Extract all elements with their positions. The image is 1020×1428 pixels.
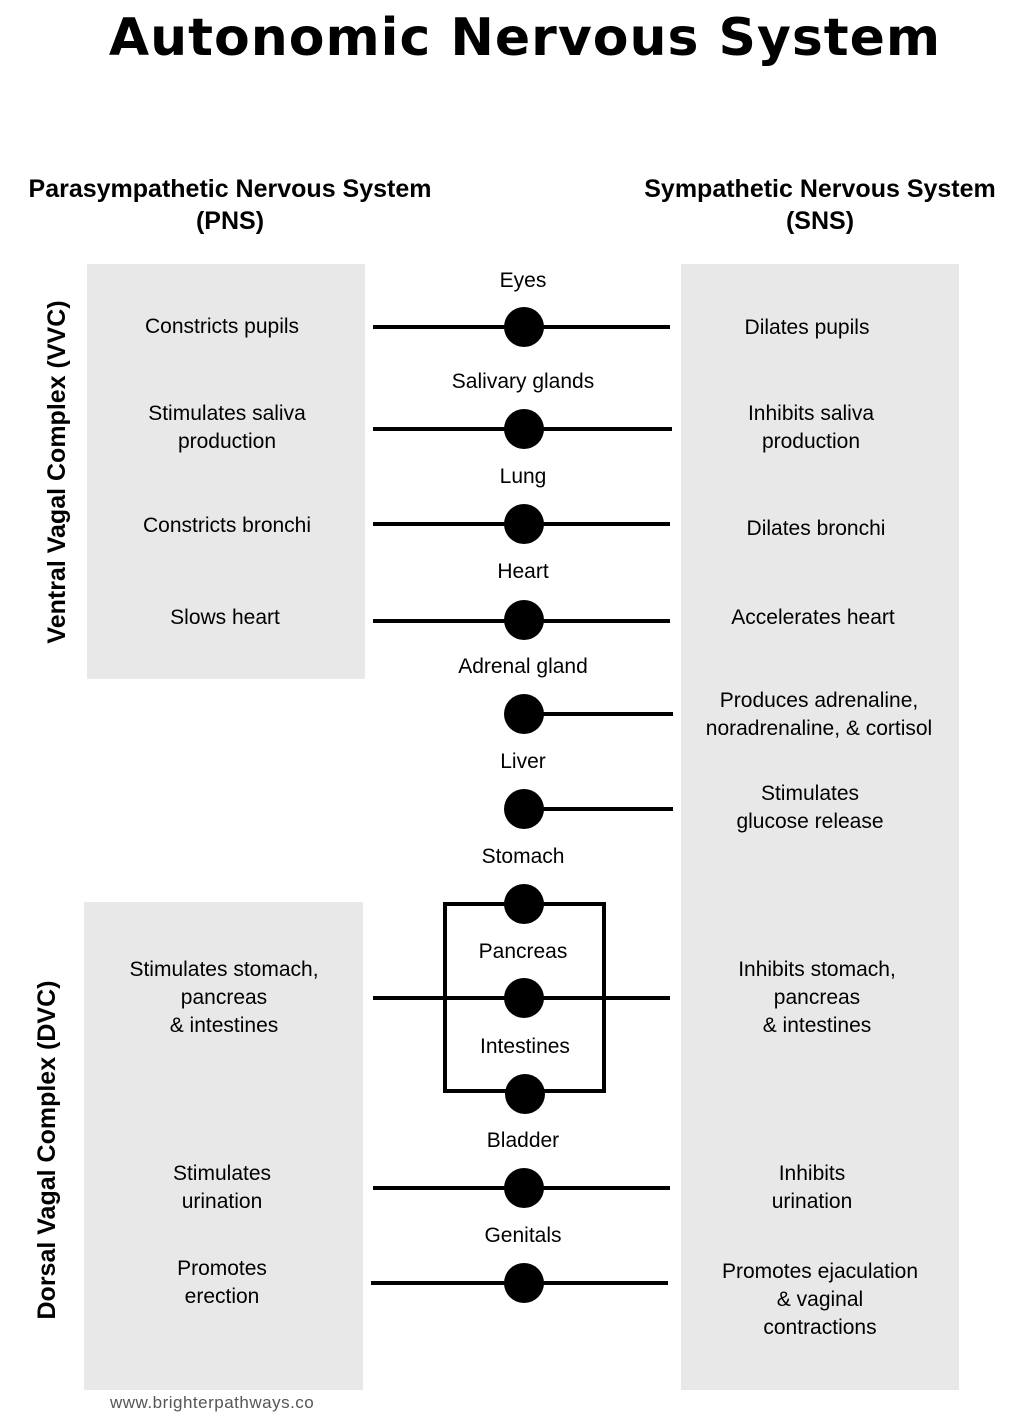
organ-bladder-label: Bladder: [486, 1129, 560, 1152]
liver-connector-line: [524, 807, 673, 811]
adrenal-node: [504, 694, 544, 734]
organ-lung-label: Lung: [499, 465, 547, 488]
sns-heart-effect: Accelerates heart: [678, 598, 948, 638]
sns-header-line2: (SNS): [785, 207, 855, 235]
pns-eyes-effect: Constricts pupils: [87, 307, 357, 347]
sns-panel: [681, 264, 959, 1390]
sns-digestion-effect: Inhibits stomach, pancreas & intestines: [682, 953, 952, 1043]
pns-lung-effect: Constricts bronchi: [92, 506, 362, 546]
pns-eyes-text: Constricts pupils: [144, 315, 300, 338]
sns-bladder-effect: Inhibits urination: [677, 1158, 947, 1218]
pns-header-line1: Parasympathetic Nervous System: [28, 175, 432, 203]
pns-digestion-text-2: pancreas: [180, 986, 268, 1009]
dvc-label: Dorsal Vagal Complex (DVC): [33, 980, 61, 1320]
bladder-node: [504, 1168, 544, 1208]
genitals-node: [504, 1263, 544, 1303]
sns-liver-text-2: glucose release: [736, 810, 884, 833]
sns-digestion-text-2: pancreas: [773, 986, 861, 1009]
sns-eyes-text: Dilates pupils: [744, 316, 870, 339]
sns-digestion-text-3: & intestines: [762, 1014, 872, 1037]
pns-genitals-text-1: Promotes: [177, 1257, 267, 1280]
pns-salivary-text-1: Stimulates saliva: [148, 402, 306, 425]
organ-stomach-label: Stomach: [481, 845, 565, 868]
pancreas-node: [504, 978, 544, 1018]
pns-dvc-panel: [84, 902, 363, 1390]
footer-url: www.brighterpathways.co: [110, 1393, 315, 1412]
sns-adrenal-text-2: noradrenaline, & cortisol: [705, 717, 933, 740]
salivary-node: [504, 409, 544, 449]
sns-genitals-text-2: & vaginal: [776, 1288, 864, 1311]
sns-heart-text: Accelerates heart: [731, 606, 895, 629]
sns-salivary-text-1: Inhibits saliva: [747, 402, 875, 425]
organ-salivary-label: Salivary glands: [451, 370, 595, 393]
sns-lung-effect: Dilates bronchi: [681, 509, 951, 549]
organ-heart-label: Heart: [497, 560, 549, 583]
sns-salivary-effect: Inhibits saliva production: [676, 398, 946, 458]
sns-genitals-text-1: Promotes ejaculation: [721, 1260, 919, 1283]
pns-header: Parasympathetic Nervous System (PNS): [10, 173, 450, 237]
stomach-node: [504, 884, 544, 924]
organ-intestines-label: Intestines: [480, 1035, 570, 1058]
pns-heart-effect: Slows heart: [90, 598, 360, 638]
adrenal-connector-line: [524, 712, 673, 716]
eyes-node: [504, 307, 544, 347]
sns-genitals-text-3: contractions: [763, 1316, 877, 1339]
intestines-node: [505, 1074, 545, 1114]
sns-digestion-text-1: Inhibits stomach,: [738, 958, 896, 981]
organ-liver-label: Liver: [500, 750, 546, 773]
pns-digestion-text-1: Stimulates stomach,: [129, 958, 319, 981]
pns-header-line2: (PNS): [195, 207, 265, 235]
organ-adrenal-label: Adrenal gland: [458, 655, 588, 678]
pns-vvc-panel: [87, 264, 365, 679]
sns-bladder-text-2: urination: [771, 1190, 853, 1213]
sns-eyes-effect: Dilates pupils: [672, 308, 942, 348]
organ-pancreas-label: Pancreas: [478, 940, 568, 963]
sns-adrenal-text-1: Produces adrenaline,: [719, 689, 919, 712]
sns-header-line1: Sympathetic Nervous System: [644, 175, 996, 203]
sns-bladder-text-1: Inhibits: [778, 1162, 846, 1185]
organ-genitals-label: Genitals: [484, 1224, 562, 1247]
pns-bladder-text-1: Stimulates: [172, 1162, 272, 1185]
pns-bladder-text-2: urination: [181, 1190, 263, 1213]
sns-lung-text: Dilates bronchi: [746, 517, 886, 540]
sns-liver-effect: Stimulates glucose release: [675, 778, 945, 838]
pns-digestion-text-3: & intestines: [169, 1014, 279, 1037]
pns-salivary-text-2: production: [177, 430, 277, 453]
pns-genitals-effect: Promotes erection: [87, 1253, 357, 1313]
sns-adrenal-effect: Produces adrenaline, noradrenaline, & co…: [674, 685, 964, 745]
sns-header: Sympathetic Nervous System (SNS): [630, 173, 1010, 237]
pns-bladder-effect: Stimulates urination: [87, 1158, 357, 1218]
page-title: Autonomic Nervous System: [108, 8, 942, 68]
sns-salivary-text-2: production: [761, 430, 861, 453]
vvc-label: Ventral Vagal Complex (VVC): [43, 300, 71, 644]
sns-liver-text-1: Stimulates: [760, 782, 860, 805]
pns-genitals-text-2: erection: [184, 1285, 260, 1308]
pns-salivary-effect: Stimulates saliva production: [92, 398, 362, 458]
liver-node: [504, 789, 544, 829]
heart-node: [504, 600, 544, 640]
pns-heart-text: Slows heart: [170, 606, 280, 629]
lung-node: [504, 504, 544, 544]
sns-genitals-effect: Promotes ejaculation & vaginal contracti…: [682, 1255, 958, 1345]
organ-eyes-label: Eyes: [499, 269, 547, 292]
pns-digestion-effect: Stimulates stomach, pancreas & intestine…: [89, 953, 359, 1043]
pns-lung-text: Constricts bronchi: [142, 514, 312, 537]
